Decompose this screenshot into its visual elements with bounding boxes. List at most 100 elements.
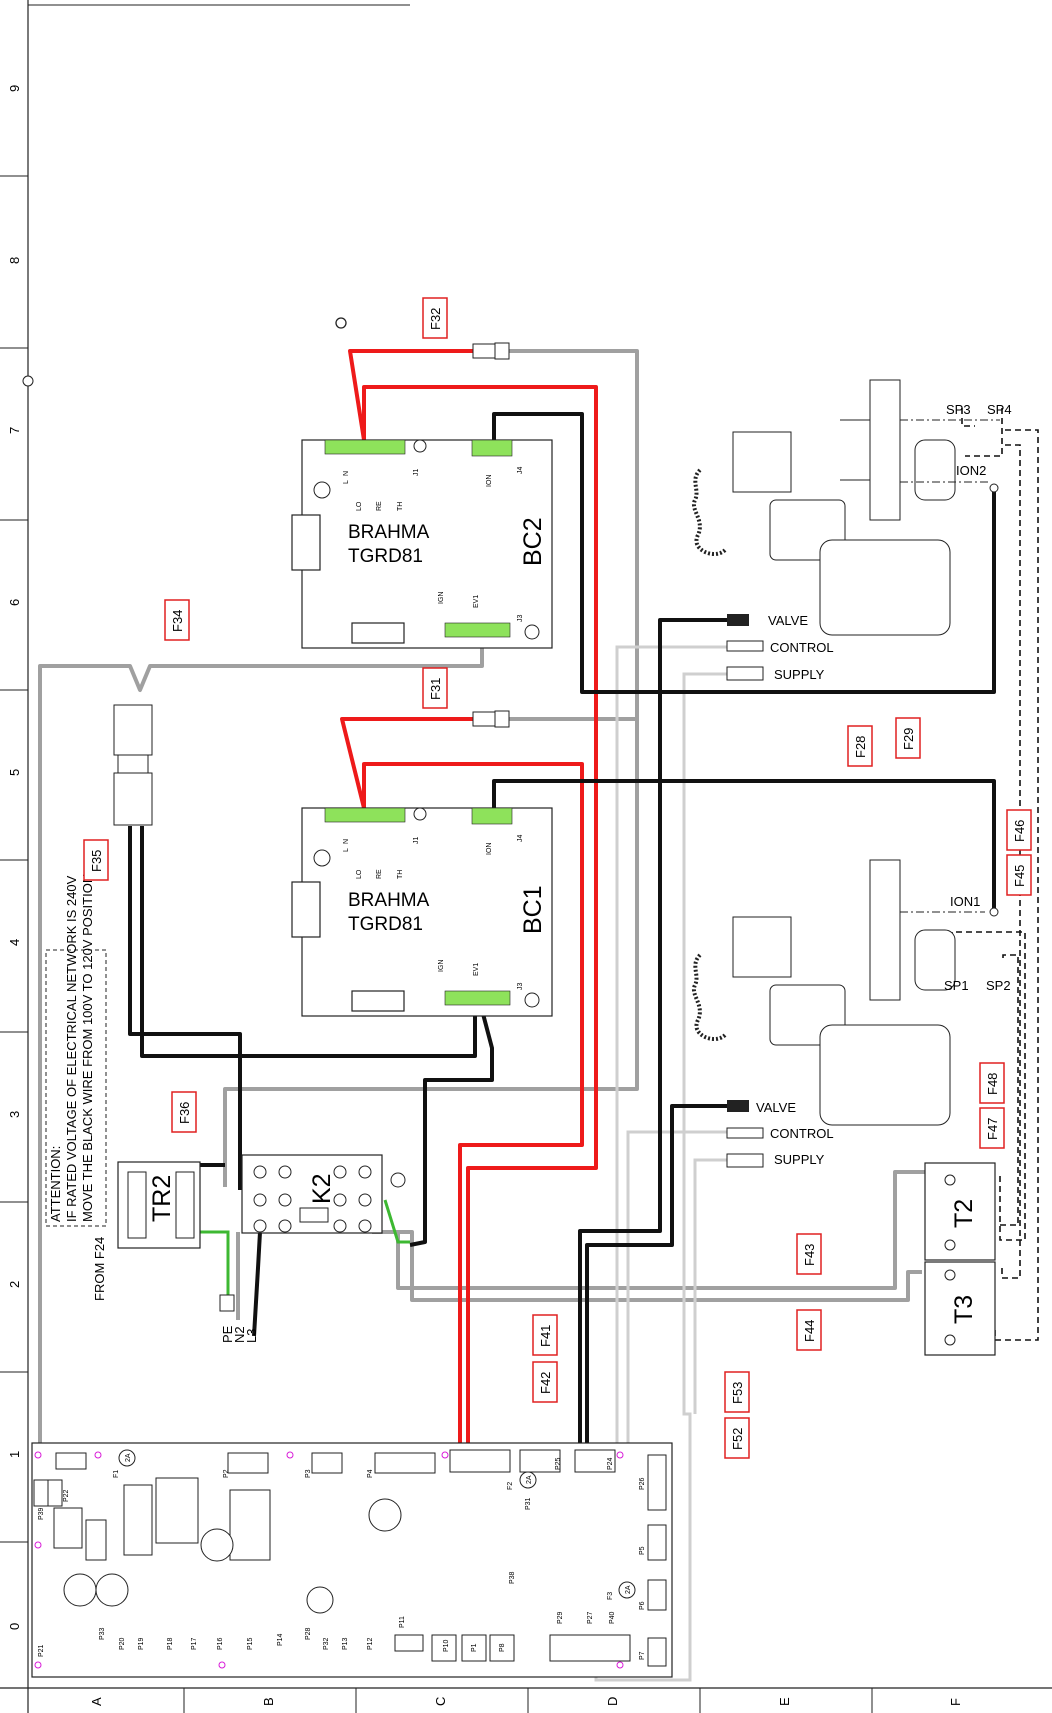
connector-label-valve: VALVE: [768, 613, 808, 628]
row-label: 0: [7, 1623, 22, 1630]
thermostat-t2: T2: [924, 1162, 996, 1261]
row-label: 2: [7, 1281, 22, 1288]
board-pin-label: P7: [639, 1651, 646, 1660]
pin-label: RE: [376, 501, 383, 511]
supply-terminals: PE N2 L3 FROM F24: [92, 1237, 259, 1343]
board-pin-label: P19: [138, 1637, 145, 1650]
pin-label: EV1: [473, 963, 480, 976]
wire-tag-label: F41: [538, 1325, 553, 1347]
connector-j4: [471, 807, 513, 825]
board-pin-label: P25: [555, 1457, 562, 1470]
wire-tag-label: F35: [89, 850, 104, 872]
pin-label: L: [343, 848, 350, 852]
supply-source-label: FROM F24: [92, 1237, 107, 1301]
control-board-bc2: BRAHMA TGRD81 BC2 L N LO RE TH ION IGN E…: [291, 439, 553, 649]
attention-title: ATTENTION:: [48, 1146, 63, 1222]
board-pin-label: P2: [223, 1469, 230, 1478]
wire-tag-label: F44: [802, 1320, 817, 1342]
board-pin-label: P4: [367, 1469, 374, 1478]
wire-tag-label: F47: [985, 1118, 1000, 1140]
pin-label: L: [343, 480, 350, 484]
relay-k2: K2: [241, 1154, 406, 1234]
gas-valve-assembly-lower: ION1 SP1 SP2: [691, 859, 1011, 1126]
board-pin-label: P10: [443, 1639, 450, 1652]
pin-label: TH: [397, 870, 404, 879]
board-pin-label: P17: [191, 1637, 198, 1650]
fuse-label: F1: [113, 1470, 120, 1478]
wire-tag-label: F36: [177, 1102, 192, 1124]
row-label: 5: [7, 769, 22, 776]
column-label: C: [433, 1697, 448, 1706]
board-pin-label: P3: [305, 1469, 312, 1478]
column-labels: A B C D E F: [89, 1697, 963, 1706]
wire-tag-f48: F48: [979, 1062, 1005, 1104]
board-id: BC1: [519, 885, 547, 934]
wire-tag-label: F52: [730, 1428, 745, 1450]
board-pin-label: P24: [607, 1457, 614, 1470]
board-id: BC2: [519, 517, 547, 566]
component-label-t2: T2: [950, 1199, 978, 1228]
component-label-t3: T3: [950, 1295, 978, 1324]
thermostat-t3: T3: [924, 1261, 996, 1356]
plug-connector-f32: [472, 342, 510, 360]
board-pin-label: P22: [63, 1489, 70, 1502]
pin-label: J1: [413, 837, 420, 845]
row-label: 4: [7, 939, 22, 946]
plug-connector-f35: [113, 704, 153, 826]
attention-note: ATTENTION: IF RATED VOLTAGE OF ELECTRICA…: [45, 874, 107, 1227]
row-labels: 9 8 7 6 5 4 3 2 1 0: [7, 85, 22, 1630]
row-label: 7: [7, 427, 22, 434]
connector-j1: [324, 439, 406, 455]
board-pin-label: P29: [557, 1611, 564, 1624]
board-pin-label: P18: [167, 1637, 174, 1650]
connector-label-supply: SUPPLY: [774, 1152, 825, 1167]
board-pin-label: P21: [38, 1644, 45, 1657]
wire-tag-label: F28: [853, 736, 868, 758]
connector-label-control: CONTROL: [770, 640, 834, 655]
wire-tag-label: F53: [730, 1382, 745, 1404]
pin-label: ION: [486, 475, 493, 487]
supply-label-n2: N2: [232, 1326, 247, 1343]
pin-label: N: [343, 471, 350, 476]
pin-label: TH: [397, 502, 404, 511]
connector-label-supply: SUPPLY: [774, 667, 825, 682]
pin-label: J3: [517, 615, 524, 623]
wire-tag-f31: F31: [422, 667, 448, 709]
attention-line: MOVE THE BLACK WIRE FROM 100V TO 120V PO…: [80, 874, 95, 1222]
pin-label: IGN: [438, 960, 445, 972]
board-pin-label: P13: [342, 1637, 349, 1650]
board-pin-label: P6: [639, 1601, 646, 1610]
wire-tag-f44: F44: [796, 1309, 822, 1351]
connector-group-lower: VALVE CONTROL SUPPLY: [726, 1100, 834, 1168]
board-pin-label: P15: [247, 1637, 254, 1650]
board-pin-label: P1: [471, 1643, 478, 1652]
supply-label-pe: PE: [220, 1325, 235, 1343]
connector-label-valve: VALVE: [756, 1100, 796, 1115]
board-pin-label: P28: [305, 1627, 312, 1640]
wire-tag-label: F45: [1012, 865, 1027, 887]
component-label-tr2: TR2: [148, 1175, 176, 1222]
pin-label: IGN: [438, 592, 445, 604]
pin-label: J1: [413, 469, 420, 477]
board-pin-label: P12: [367, 1637, 374, 1650]
wire-tag-f45: F45: [1006, 854, 1032, 896]
pin-label: N: [343, 839, 350, 844]
wire-tags: F32 F34 F31 F35 F36 F28 F29 F46 F45 F48 …: [83, 297, 1032, 1459]
wire-tag-label: F32: [428, 308, 443, 330]
red-wires: [340, 349, 598, 1452]
fuse-rating: 2A: [125, 1453, 132, 1462]
wire-tag-f28: F28: [847, 725, 873, 767]
pin-label: J3: [517, 983, 524, 991]
electrode-label-sp4: SP4: [987, 402, 1012, 417]
connector-j1: [324, 807, 406, 823]
row-label: 8: [7, 257, 22, 264]
pin-label: LO: [356, 869, 363, 879]
column-label: F: [948, 1698, 963, 1706]
electrode-label-sp1: SP1: [944, 978, 969, 993]
board-pin-label: P8: [499, 1643, 506, 1652]
board-pin-label: P11: [399, 1616, 406, 1628]
wire-tag-label: F48: [985, 1073, 1000, 1095]
pin-label: EV1: [473, 595, 480, 608]
board-pin-label: P31: [525, 1497, 532, 1510]
wire-tag-f53: F53: [724, 1371, 750, 1413]
